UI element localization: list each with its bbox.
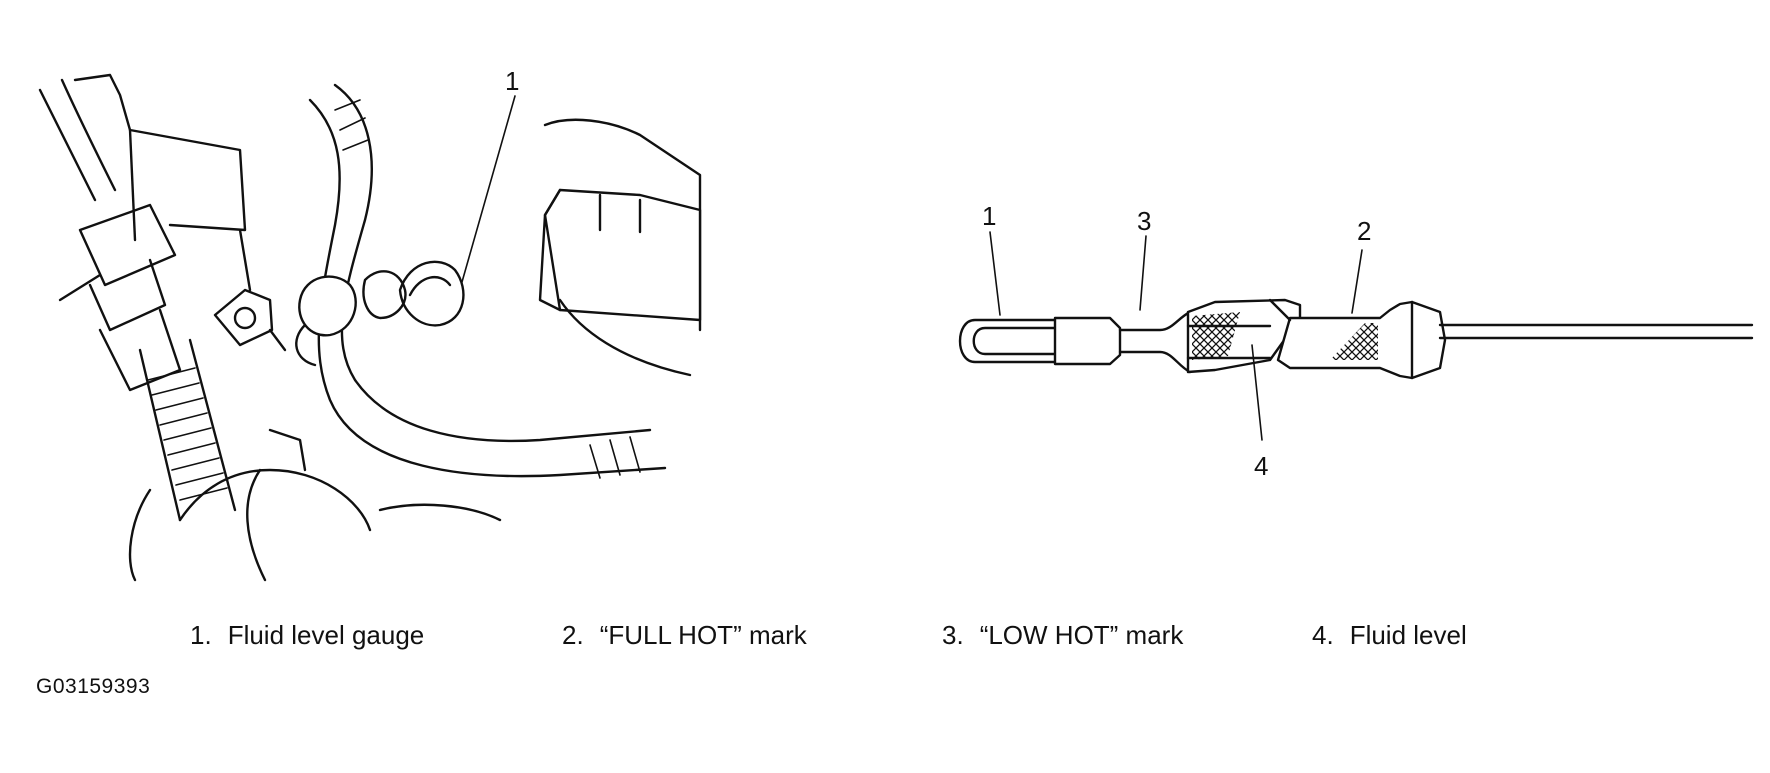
legend-item-3: 3. “LOW HOT” mark: [942, 620, 1183, 651]
legend-item-1: 1. Fluid level gauge: [190, 620, 424, 651]
callout-right-2: 2: [1357, 216, 1371, 246]
legend-number: 4.: [1312, 620, 1334, 650]
legend-number: 3.: [942, 620, 964, 650]
legend-item-2: 2. “FULL HOT” mark: [562, 620, 807, 651]
dipstick-drawing: [958, 231, 1754, 441]
callout-left-1: 1: [505, 66, 519, 96]
figure-code: G03159393: [36, 675, 151, 698]
legend-label: “LOW HOT” mark: [979, 620, 1184, 650]
callout-right-4: 4: [1254, 451, 1268, 481]
legend-number: 1.: [190, 620, 212, 650]
callout-right-1: 1: [982, 201, 996, 231]
legend-label: Fluid level gauge: [227, 620, 425, 650]
legend-number: 2.: [562, 620, 584, 650]
engine-bay-drawing: [38, 73, 702, 582]
legend-label: Fluid level: [1349, 620, 1467, 650]
legend-label: “FULL HOT” mark: [599, 620, 807, 650]
callout-right-3: 3: [1137, 206, 1151, 236]
legend-item-4: 4. Fluid level: [1312, 620, 1467, 651]
